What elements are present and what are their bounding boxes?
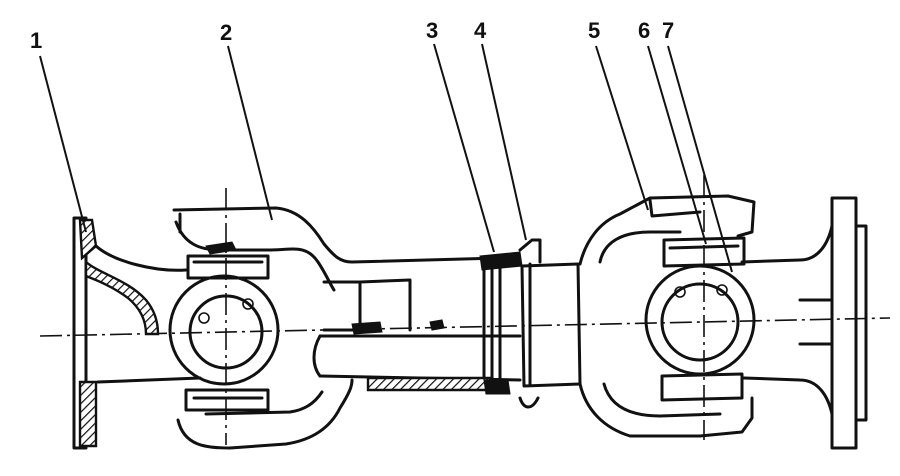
left-cross-housing bbox=[168, 274, 280, 386]
left-bearing-cap-bottom bbox=[184, 388, 270, 412]
leader-2 bbox=[227, 45, 273, 221]
dust-cover-rings bbox=[482, 256, 502, 380]
leader-6 bbox=[647, 45, 707, 245]
left-yoke-bottom-inner bbox=[204, 390, 324, 416]
callout-label-3: 3 bbox=[426, 18, 438, 43]
seal-ring-bottom bbox=[483, 379, 511, 395]
right-flange-neck-bottom bbox=[742, 376, 834, 416]
left-grease-hole bbox=[198, 312, 210, 324]
spline-key-mark bbox=[351, 321, 383, 335]
shaft-tube-step bbox=[358, 278, 412, 332]
seal-ring-top bbox=[479, 251, 523, 271]
left-yoke-top-arm bbox=[172, 206, 354, 264]
right-flange-neck-top bbox=[740, 224, 834, 264]
spline-key-mark-small bbox=[429, 319, 445, 331]
spline-sleeve-section bbox=[366, 376, 492, 392]
grease-fitting-top bbox=[518, 238, 542, 264]
leader-3 bbox=[433, 43, 495, 253]
shaft-tube-top bbox=[350, 256, 502, 264]
spline-shaft-end bbox=[312, 334, 322, 378]
centre-lines bbox=[39, 175, 891, 445]
main-axis-centreline bbox=[39, 317, 891, 337]
right-bearing-cap-top-rib bbox=[668, 244, 740, 250]
right-universal-joint bbox=[578, 194, 756, 438]
left-seal-top bbox=[205, 241, 237, 255]
callout-label-4: 4 bbox=[474, 18, 487, 43]
left-flange-plate bbox=[72, 216, 88, 450]
callout-labels: 1 2 3 4 5 6 7 bbox=[30, 18, 674, 53]
right-cross-bore bbox=[660, 282, 740, 362]
right-bearing-cap-top bbox=[662, 236, 746, 268]
left-yoke-top-inner bbox=[174, 220, 336, 292]
callout-label-6: 6 bbox=[638, 18, 650, 43]
callout-label-7: 7 bbox=[662, 18, 674, 43]
left-universal-joint bbox=[168, 206, 354, 450]
callout-label-2: 2 bbox=[220, 20, 232, 45]
right-flange-lip bbox=[854, 224, 868, 422]
leader-1 bbox=[39, 55, 87, 233]
right-flange bbox=[740, 196, 868, 450]
leader-5 bbox=[595, 45, 649, 211]
leader-4 bbox=[481, 43, 527, 241]
leader-7 bbox=[667, 45, 733, 273]
left-flange-bottom-section bbox=[78, 380, 98, 448]
left-flange-lower-contour bbox=[96, 376, 202, 384]
shaft-left-yoke-neck bbox=[322, 280, 362, 332]
callout-leaders bbox=[39, 43, 733, 273]
callout-label-1: 1 bbox=[30, 28, 42, 53]
left-yoke-bottom-arm bbox=[176, 378, 354, 450]
right-grease-hole bbox=[674, 286, 686, 298]
right-bolt-hole bbox=[716, 284, 728, 296]
right-yoke-bottom-inner bbox=[602, 382, 722, 418]
intermediate-shaft bbox=[312, 238, 582, 409]
left-flange-yoke-neck bbox=[84, 259, 160, 336]
right-yoke-top-arm bbox=[578, 194, 756, 266]
left-flange bbox=[72, 216, 202, 450]
right-yoke-top-step bbox=[648, 198, 702, 218]
right-flange-bore bbox=[798, 298, 834, 346]
left-cross-bore bbox=[188, 294, 264, 370]
callout-label-5: 5 bbox=[588, 18, 600, 43]
grease-fitting-bottom bbox=[518, 396, 540, 409]
left-flange-top-section bbox=[78, 218, 98, 261]
right-flange-plate bbox=[830, 196, 858, 450]
left-bolt-hole bbox=[242, 298, 254, 310]
left-bearing-cap-top bbox=[186, 254, 270, 280]
right-bearing-cap-bottom bbox=[660, 372, 744, 402]
right-yoke-bottom-arm bbox=[578, 382, 754, 438]
left-flange-upper-contour bbox=[94, 244, 188, 272]
right-yoke-top-inner bbox=[598, 230, 682, 264]
